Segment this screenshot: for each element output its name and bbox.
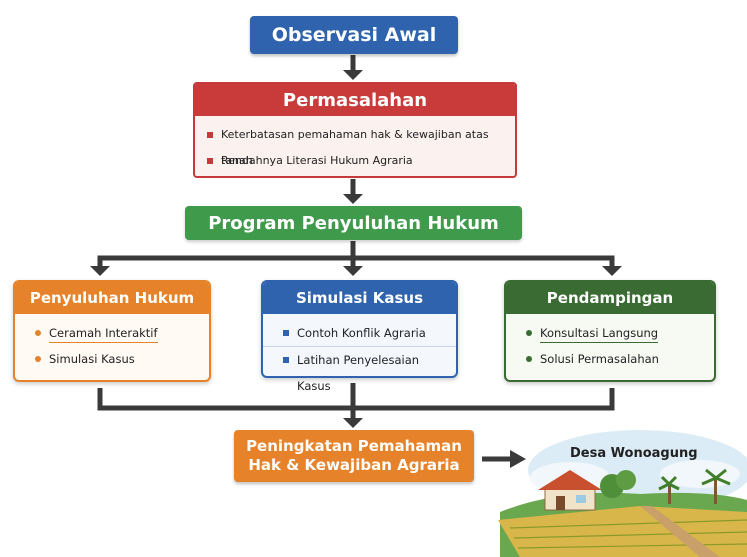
result-box: Peningkatan Pemahaman Hak & Kewajiban Ag…: [234, 430, 474, 482]
permasalahan-box: Permasalahan Keterbatasan pemahaman hak …: [193, 82, 517, 178]
permasalahan-item: Rendahnya Literasi Hukum Agraria: [195, 148, 515, 174]
result-line-1: Peningkatan Pemahaman: [246, 437, 462, 455]
permasalahan-title: Permasalahan: [195, 84, 515, 116]
card-item: Latihan Penyelesaian Kasus: [263, 346, 456, 393]
card-title: Penyuluhan Hukum: [15, 282, 209, 314]
merge-line: [97, 388, 615, 411]
card-item: Simulasi Kasus: [15, 346, 209, 372]
card-title: Simulasi Kasus: [263, 282, 456, 314]
branch-line: [97, 255, 615, 270]
result-line-2: Hak & Kewajiban Agraria: [248, 456, 460, 474]
bullet-icon: [207, 158, 213, 164]
observasi-awal-box: Observasi Awal: [250, 16, 458, 54]
card-penyuluhan-hukum: Penyuluhan Hukum Ceramah Interaktif Simu…: [13, 280, 211, 382]
bullet-icon: [526, 356, 532, 362]
bullet-icon: [526, 330, 532, 336]
bullet-icon: [283, 330, 289, 336]
card-title: Pendampingan: [506, 282, 714, 314]
card-item: Ceramah Interaktif: [15, 320, 209, 346]
card-item: Konsultasi Langsung: [506, 320, 714, 346]
program-penyuluhan-box: Program Penyuluhan Hukum: [185, 206, 522, 240]
village-illustration: [498, 430, 747, 557]
permasalahan-item: Keterbatasan pemahaman hak & kewajiban a…: [195, 122, 515, 167]
card-item: Solusi Permasalahan: [506, 346, 714, 372]
bullet-icon: [283, 357, 289, 363]
program-title: Program Penyuluhan Hukum: [208, 212, 499, 234]
card-pendampingan: Pendampingan Konsultasi Langsung Solusi …: [504, 280, 716, 382]
bullet-icon: [207, 132, 213, 138]
bullet-icon: [35, 330, 41, 336]
card-simulasi-kasus: Simulasi Kasus Contoh Konflik Agraria La…: [261, 280, 458, 393]
card-item: Contoh Konflik Agraria: [263, 320, 456, 346]
village-label: Desa Wonoagung: [570, 446, 698, 461]
bullet-icon: [35, 356, 41, 362]
observasi-awal-title: Observasi Awal: [271, 24, 437, 46]
